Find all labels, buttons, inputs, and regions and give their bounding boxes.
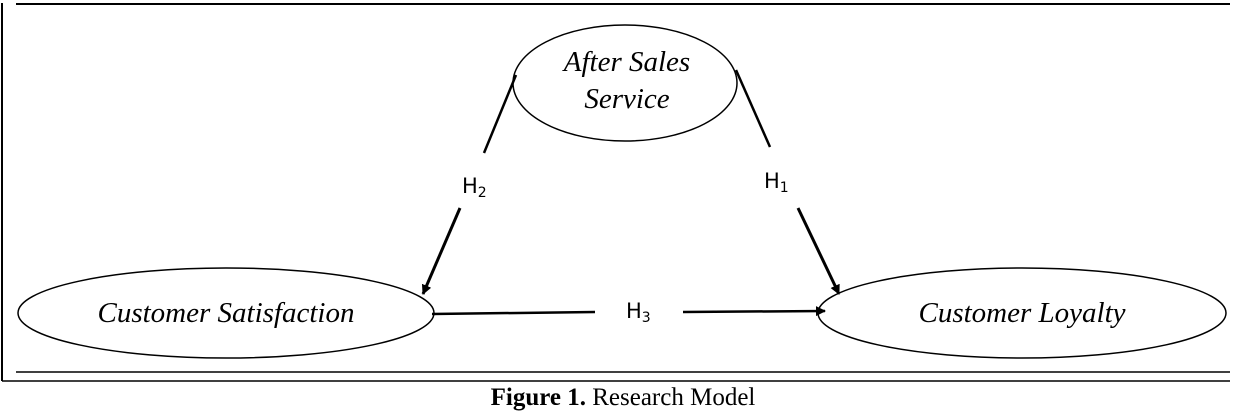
- edge-label-h3: H3: [626, 299, 651, 326]
- caption-number: Figure 1.: [490, 384, 586, 411]
- node-label: Customer Loyalty: [918, 297, 1125, 329]
- node-label: Service: [584, 83, 669, 115]
- node-label: After Sales: [562, 46, 690, 78]
- figure-frame: [1, 3, 1230, 382]
- caption-text: Research Model: [585, 384, 756, 411]
- edge-h2: [421, 74, 518, 295]
- node-label: Customer Satisfaction: [98, 297, 355, 329]
- node-customer-loyalty: Customer Loyalty: [817, 267, 1227, 359]
- node-customer-satisfaction: Customer Satisfaction: [17, 267, 435, 359]
- edge-label-h1: H1: [764, 169, 789, 196]
- figure-caption: Figure 1. Research Model: [0, 384, 1246, 412]
- edge-h3: [431, 306, 826, 317]
- edge-label-h2: H2: [462, 174, 487, 201]
- node-after-sales-service: After Sales Service: [512, 24, 738, 142]
- edge-h1: [734, 69, 841, 295]
